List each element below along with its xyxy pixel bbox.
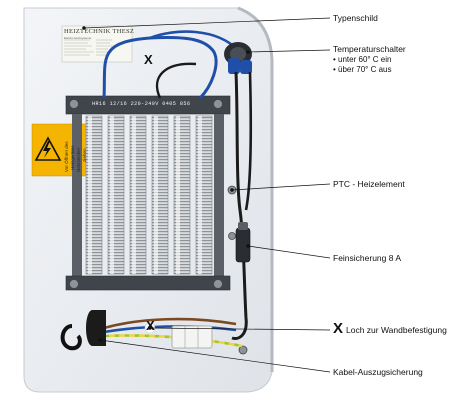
fuse-cap <box>238 222 248 230</box>
blue-wire-bottom <box>103 325 237 334</box>
mounting-hook <box>60 324 82 351</box>
heater-right-rail <box>214 114 224 278</box>
heater-fins <box>85 115 213 275</box>
warning-text-line: ziehen <box>82 148 87 162</box>
housing-edge <box>237 6 274 372</box>
label-kabel: Kabel-Auszugsicherung <box>333 367 423 377</box>
temperaturschalter-list: • unter 60° C ein • über 70° C aus <box>333 55 391 75</box>
label-feinsicherung: Feinsicherung 8 A <box>333 253 402 263</box>
black-wire-3 <box>155 62 197 99</box>
temperaturschalter-item: • über 70° C aus <box>333 65 392 74</box>
lightning-icon <box>43 141 51 158</box>
loch-marker: X <box>333 320 344 337</box>
heater-top-rail <box>65 95 231 115</box>
nameplate-title: HEIZTECHNIK THESZ <box>64 28 135 35</box>
terminal-block <box>171 325 213 349</box>
nameplate-lines <box>64 39 114 56</box>
mount-hole-marker-top: X <box>144 52 153 67</box>
thermostat-switch <box>224 42 252 74</box>
warning-text-line: Vor Öffnen des <box>64 141 69 172</box>
nameplate-subtitle: Elektro Heizsysteme <box>64 36 92 40</box>
loch-text: Loch zur Wandbefestigung <box>346 325 447 335</box>
temperaturschalter-item-text: unter 60° C ein <box>338 55 392 64</box>
temperaturschalter-item: • unter 60° C ein <box>333 55 392 64</box>
warning-text-line: Netzstecker <box>76 147 81 172</box>
warning-text-line: Heizgerätes <box>70 145 75 170</box>
label-ptc: PTC - Heizelement <box>333 179 405 189</box>
leader-lines <box>82 17 331 373</box>
blue-wire <box>102 36 218 100</box>
heater-bottom-rail <box>65 275 231 291</box>
label-typenschild: Typenschild <box>333 13 378 23</box>
mount-hole-marker-bottom: X <box>146 318 155 333</box>
heater-rating-strip: HR16 12/16 220-240V 0405 856 <box>92 101 191 107</box>
cable-clamp <box>86 310 106 346</box>
heater-left-rail <box>72 114 82 278</box>
temperaturschalter-item-text: über 70° C aus <box>338 65 392 74</box>
label-temperaturschalter: Temperaturschalter <box>333 44 406 54</box>
brown-wire <box>103 317 237 330</box>
black-wire-2 <box>244 71 253 211</box>
